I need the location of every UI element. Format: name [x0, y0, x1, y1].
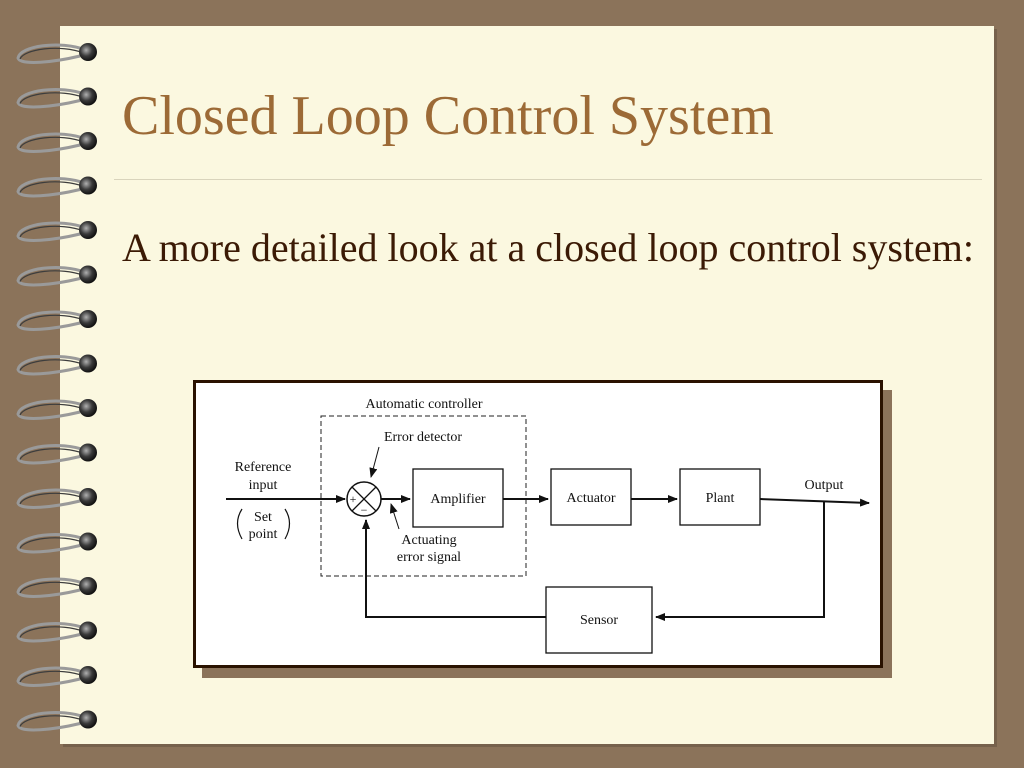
reference-input-label-line1: Reference [235, 460, 292, 475]
actuating-signal-pointer [389, 503, 400, 530]
feedback-to-sensor-line [655, 501, 825, 621]
binding-ring [16, 488, 97, 509]
error-detector-label: Error detector [384, 430, 462, 445]
summing-plus-sign: + [350, 492, 357, 506]
binding-ring [16, 132, 97, 153]
sensor-block [545, 586, 653, 654]
binding-ring [16, 443, 97, 465]
reference-input-label-line2: input [249, 478, 278, 493]
block-diagram-figure: Automatic controller Error detector Refe… [193, 380, 883, 668]
setpoint-label-line2: point [249, 527, 278, 542]
error-detector-pointer [369, 446, 380, 478]
binding-ring [16, 621, 97, 643]
binding-ring [16, 577, 97, 598]
amplifier-label: Amplifier [430, 492, 486, 507]
binding-ring [16, 310, 97, 331]
actuating-signal-label-line1: Actuating [401, 533, 456, 548]
output-arrow [759, 498, 870, 507]
binding-ring [16, 43, 97, 64]
binding-ring [16, 265, 97, 287]
binding-ring [16, 532, 97, 554]
automatic-controller-boundary [320, 415, 527, 577]
feedback-to-junction-line [362, 519, 546, 618]
actuating-signal-label-line2: error signal [397, 550, 461, 565]
binding-ring [16, 354, 97, 376]
binding-ring [16, 87, 97, 109]
binding-ring [16, 399, 97, 420]
block-diagram: Automatic controller Error detector Refe… [226, 397, 870, 654]
actuator-label: Actuator [567, 491, 616, 506]
automatic-controller-label: Automatic controller [365, 397, 482, 412]
slide-body-text: A more detailed look at a closed loop co… [122, 225, 975, 270]
binding-ring [16, 221, 97, 242]
plant-label: Plant [706, 491, 735, 506]
binding-ring [16, 666, 97, 687]
setpoint-right-paren [284, 508, 291, 540]
sensor-label: Sensor [580, 613, 618, 628]
binding-ring [16, 176, 97, 198]
title-divider [114, 179, 982, 180]
binding-ring [16, 710, 97, 732]
slide-title: Closed Loop Control System [122, 85, 774, 147]
spiral-binding [16, 43, 97, 732]
actuator-block [550, 468, 632, 526]
setpoint-left-paren [236, 508, 243, 540]
summing-minus-sign: − [361, 503, 368, 517]
plant-block [679, 468, 761, 526]
setpoint-label-line1: Set [254, 510, 272, 525]
output-label: Output [805, 478, 844, 493]
